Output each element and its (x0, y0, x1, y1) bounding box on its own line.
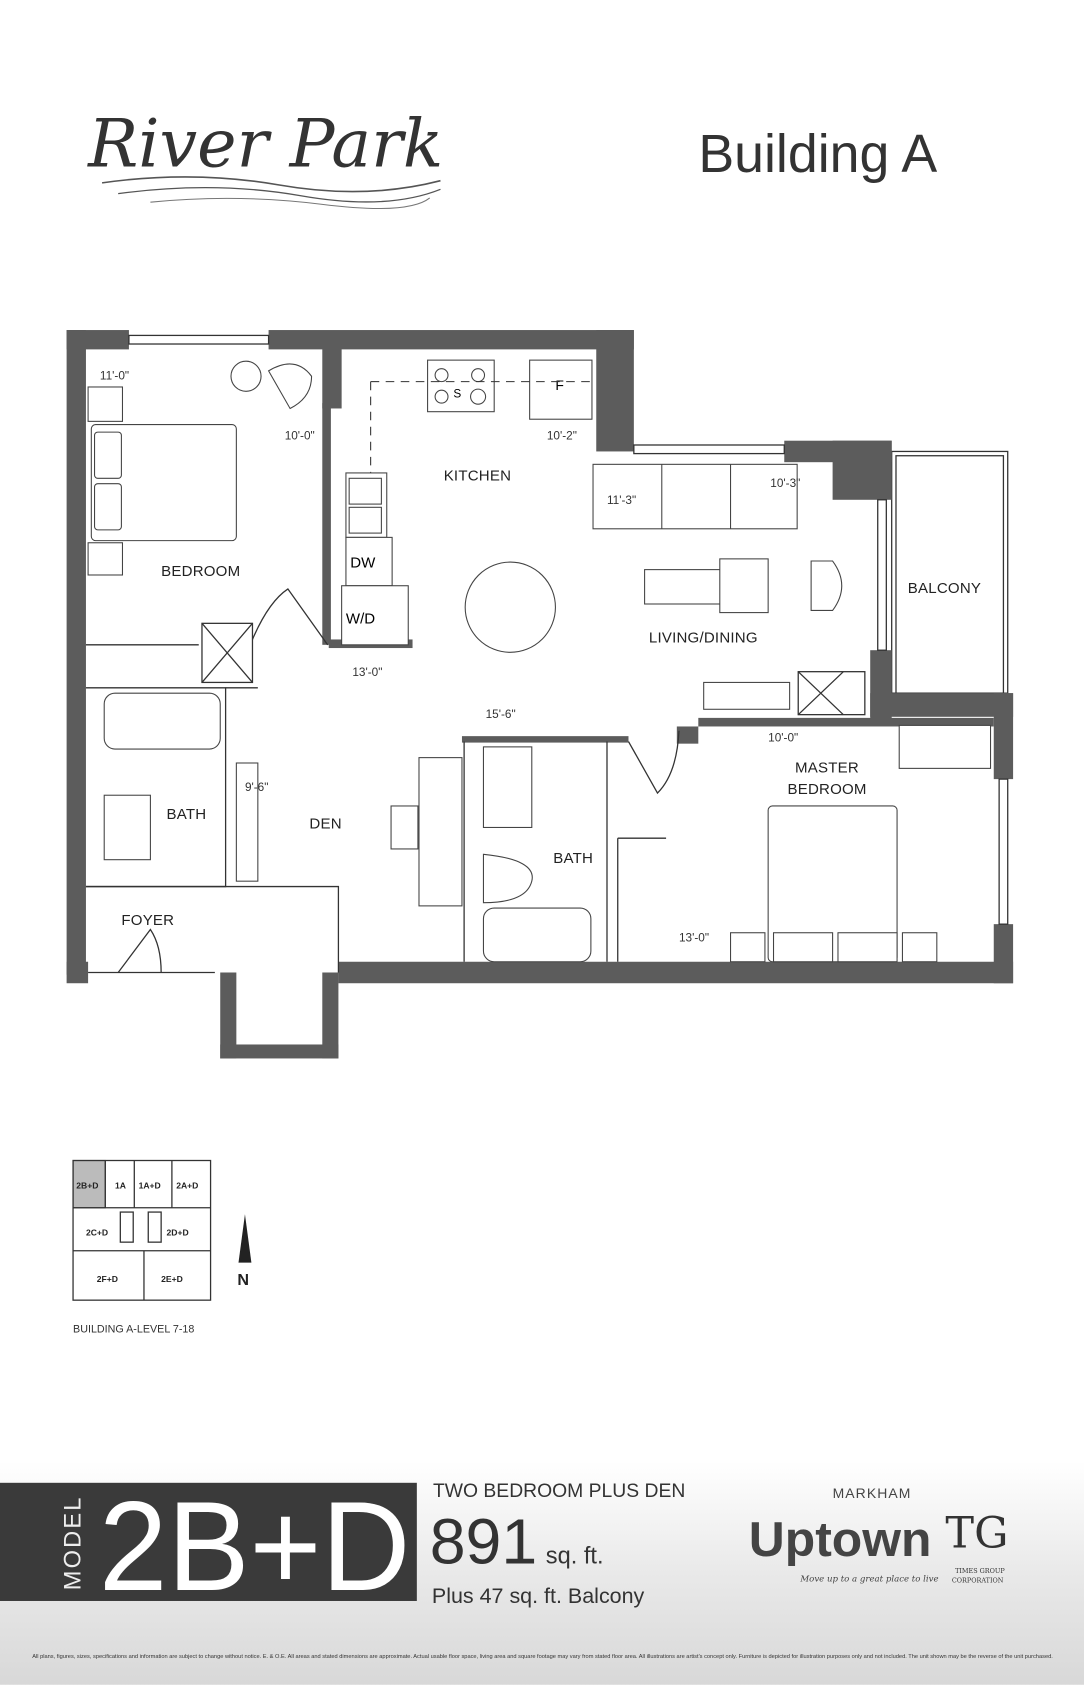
room-label-master-1: MASTER (795, 760, 859, 777)
tg-line1: TIMES GROUP (955, 1567, 1005, 1575)
times-group-logo: TG TIMES GROUP CORPORATION (945, 1508, 1008, 1584)
model-name: 2B+D (99, 1475, 411, 1617)
keyplan-caption: BUILDING A-LEVEL 7-18 (73, 1323, 194, 1335)
dim-bedroom-width: 11'-0" (100, 368, 129, 382)
keyplan-unit: 1A (115, 1180, 126, 1190)
balcony-area: Plus 47 sq. ft. Balcony (432, 1584, 645, 1608)
unit-area: 891 (430, 1505, 538, 1577)
stove-label: S (453, 387, 461, 401)
keyplan-unit: 2B+D (76, 1180, 98, 1190)
room-label-foyer: FOYER (121, 912, 174, 929)
model-label: MODEL (61, 1495, 87, 1590)
model-banner: MODEL 2B+D (0, 1475, 417, 1617)
room-label-master-2: BEDROOM (787, 781, 866, 798)
fridge-label: F (555, 377, 564, 393)
furniture (87, 360, 992, 963)
unit-area-unit: sq. ft. (546, 1543, 604, 1569)
dishwasher-label: DW (350, 554, 376, 571)
room-labels: BEDROOM KITCHEN LIVING/DINING BALCONY MA… (121, 467, 981, 929)
river-park-logo: River Park (86, 105, 443, 210)
room-label-bedroom: BEDROOM (161, 563, 240, 580)
logo-text: River Park (86, 105, 443, 183)
room-label-balcony: BALCONY (908, 580, 981, 597)
keyplan-unit: 2F+D (97, 1274, 118, 1284)
dim-kitchen-depth: 13'-0" (352, 665, 382, 679)
dim-living-depth: 10'-3" (770, 476, 800, 490)
dim-bedroom-depth: 10'-0" (285, 429, 315, 443)
room-label-kitchen: KITCHEN (444, 467, 511, 484)
tg-line2: CORPORATION (952, 1577, 1004, 1585)
markham-text: MARKHAM (833, 1485, 912, 1501)
building-title: Building A (698, 124, 937, 184)
dim-den-width: 9'-6" (245, 780, 269, 794)
washer-dryer (341, 585, 409, 646)
tg-text: TG (945, 1508, 1008, 1558)
markham-uptown-logo: MARKHAM Uptown Move up to a great place … (749, 1485, 939, 1585)
floor-plan: S F DW W/D (66, 330, 1014, 1059)
dim-den-depth: 15'-6" (486, 707, 516, 721)
unit-type: TWO BEDROOM PLUS DEN (433, 1481, 685, 1502)
room-label-living-dining: LIVING/DINING (649, 630, 758, 647)
dimension-labels: 11'-0" 10'-0" 10'-2" 13'-0" 11'-3" 10'-3… (100, 368, 800, 944)
north-label: N (237, 1271, 249, 1289)
fridge (529, 359, 593, 420)
kitchen-fixtures: S F DW W/D (341, 359, 597, 653)
dining-table (464, 561, 556, 653)
keyplan-unit: 2C+D (86, 1228, 108, 1238)
room-label-den: DEN (309, 816, 341, 833)
disclaimer: All plans, figures, sizes, specification… (32, 1654, 1053, 1660)
uptown-text: Uptown (749, 1512, 932, 1567)
north-arrow-icon (238, 1214, 252, 1263)
dim-kitchen-width: 10'-2" (547, 429, 577, 443)
key-plan: 2B+D 1A 1A+D 2A+D 2C+D 2D+D 2F+D 2E+D N … (72, 1159, 252, 1335)
keyplan-unit: 2D+D (167, 1228, 189, 1238)
dim-living-width: 11'-3" (607, 493, 636, 507)
room-label-bath-1: BATH (167, 806, 207, 823)
uptown-tagline: Move up to a great place to live (799, 1575, 938, 1585)
dim-master-width: 10'-0" (768, 731, 798, 745)
keyplan-unit: 2A+D (176, 1180, 198, 1190)
room-label-bath-2: BATH (553, 850, 593, 867)
dim-master-depth: 13'-0" (679, 930, 709, 944)
keyplan-unit: 1A+D (139, 1180, 161, 1190)
keyplan-unit: 2E+D (161, 1274, 183, 1284)
washer-dryer-label: W/D (346, 610, 375, 627)
stove (427, 359, 495, 413)
windows (128, 334, 1009, 925)
